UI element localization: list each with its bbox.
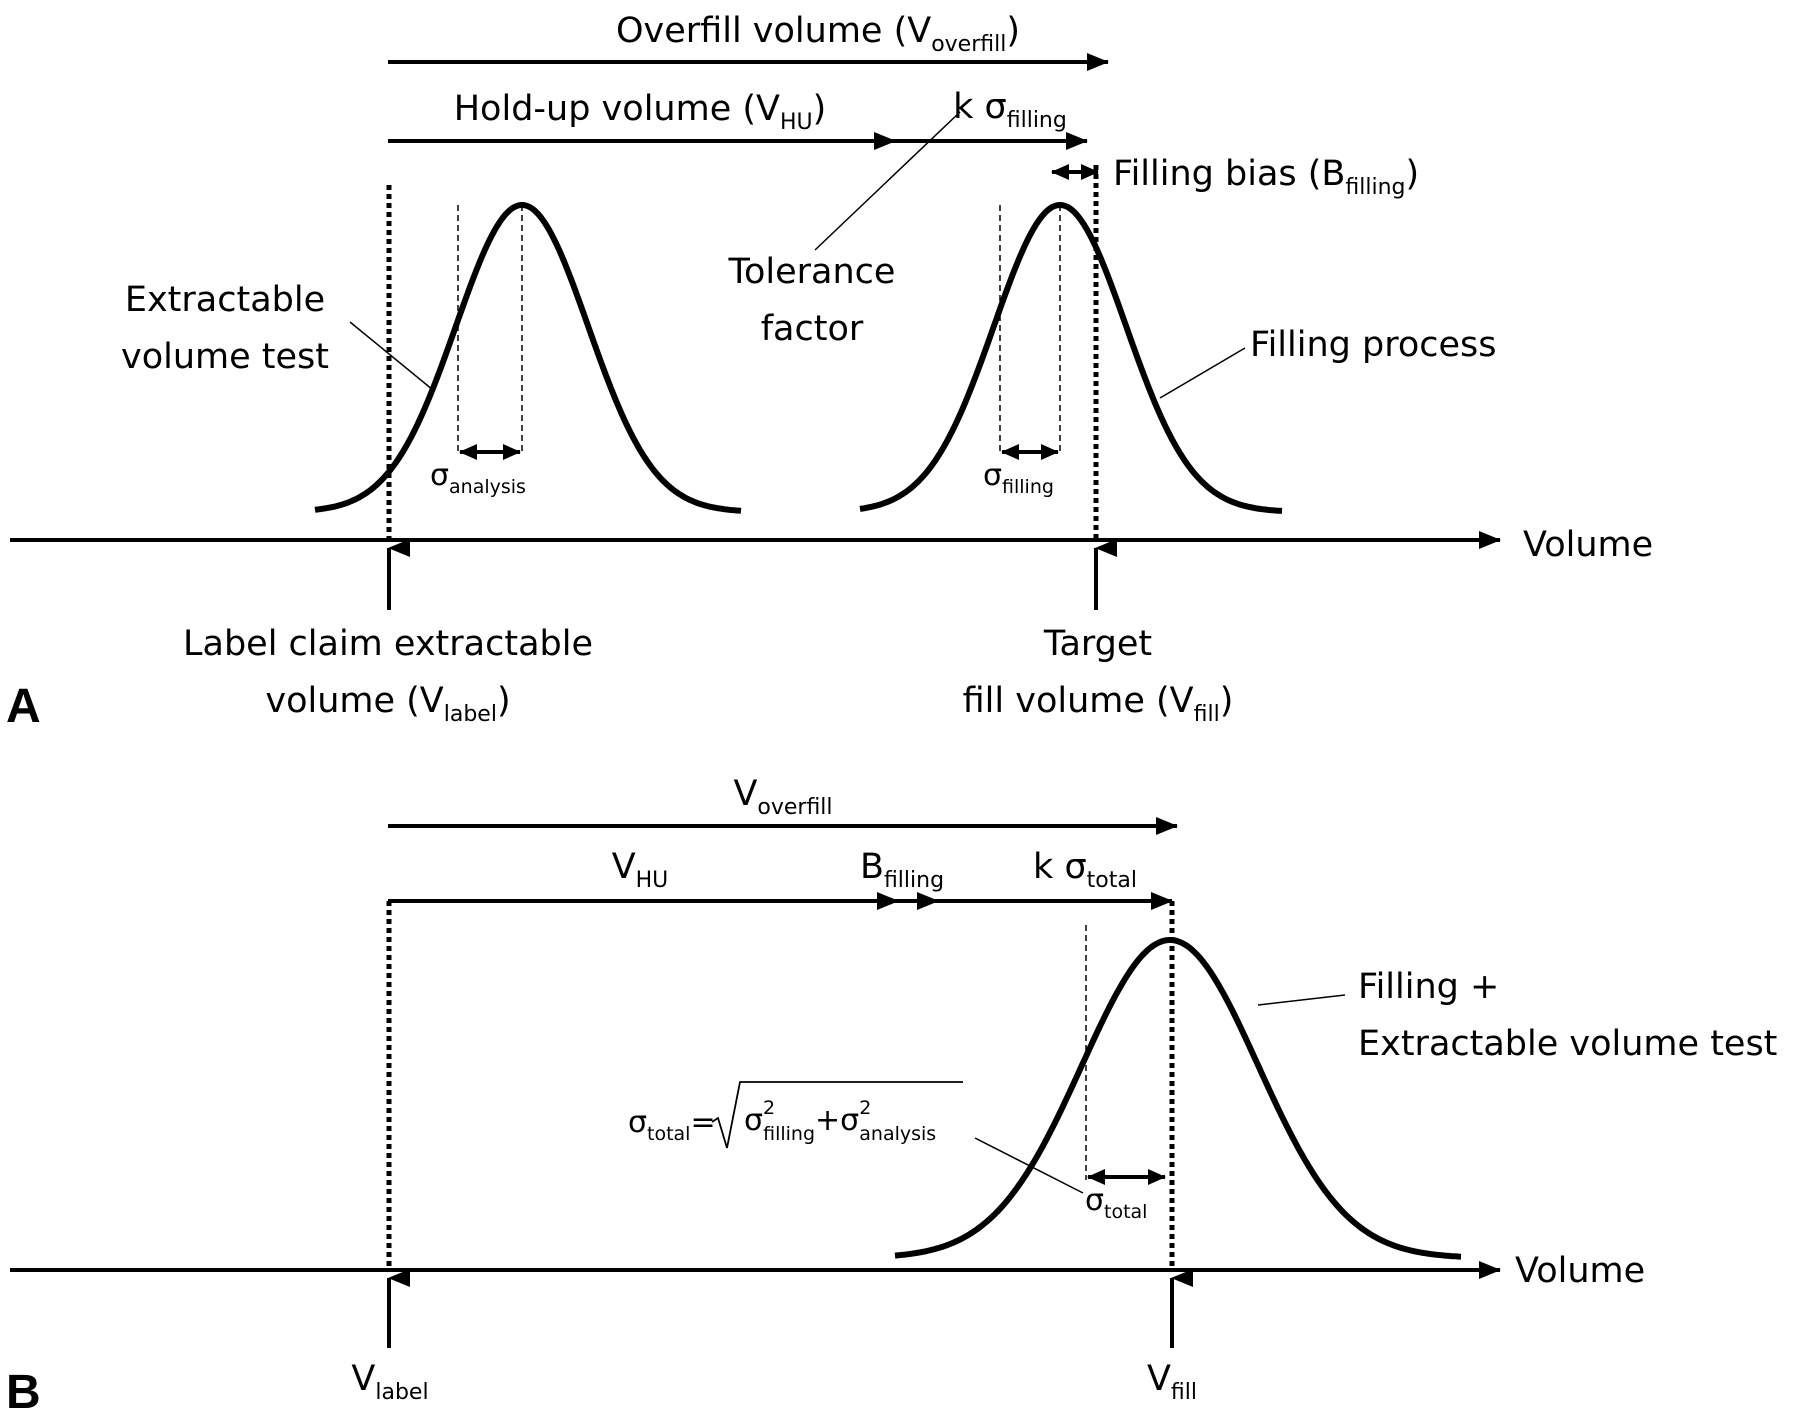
formula-leader bbox=[974, 1137, 1084, 1194]
sqrt-sign bbox=[711, 1081, 963, 1149]
overfill-label: Overfill volume (Voverfill) bbox=[616, 11, 1020, 57]
v-label-label: Vlabel bbox=[351, 1359, 428, 1405]
holdup-label: Hold-up volume (VHU) bbox=[454, 89, 827, 135]
combined-leader bbox=[1257, 994, 1346, 1006]
panel-b: Voverfill VHU Bfilling k σtotal σtotal F… bbox=[6, 774, 1777, 1410]
filling-process-label: Filling process bbox=[1250, 325, 1497, 365]
filling-process-curve bbox=[859, 201, 1283, 514]
formula-lhs: σtotal= bbox=[628, 1105, 716, 1145]
label-claim-label-line2: volume (Vlabel) bbox=[265, 681, 510, 727]
panel-a: Overfill volume (Voverfill) Hold-up volu… bbox=[6, 11, 1653, 733]
target-fill-label: Target bbox=[1043, 624, 1152, 664]
v-fill-label: Vfill bbox=[1147, 1359, 1197, 1405]
volume-axis-label-a: Volume bbox=[1523, 525, 1653, 565]
filling-process-leader bbox=[1159, 347, 1246, 399]
label-claim-label: Label claim extractable bbox=[183, 624, 593, 664]
holdup-label-b: VHU bbox=[612, 847, 669, 893]
filling-bias-label: Filling bias (Bfilling) bbox=[1113, 154, 1419, 200]
target-fill-label-line2: fill volume (Vfill) bbox=[963, 681, 1234, 727]
overfill-label-b: Voverfill bbox=[733, 774, 832, 820]
k-sigma-filling-label: k σfilling bbox=[953, 87, 1067, 133]
panel-label-b: B bbox=[6, 1366, 41, 1410]
volume-axis-label-b: Volume bbox=[1515, 1251, 1645, 1291]
k-sigma-total-label: k σtotal bbox=[1033, 847, 1137, 893]
bias-label-b: Bfilling bbox=[860, 847, 944, 893]
panel-label-a: A bbox=[6, 680, 41, 733]
sigma-total-label: σtotal bbox=[1085, 1183, 1147, 1223]
combined-label: Filling +Extractable volume test bbox=[1358, 967, 1777, 1064]
sigma-analysis-label: σanalysis bbox=[430, 458, 526, 498]
combined-curve bbox=[894, 937, 1462, 1260]
tolerance-leader bbox=[814, 111, 961, 251]
sigma-filling-label: σfilling bbox=[983, 458, 1054, 498]
extractable-test-curve bbox=[314, 202, 742, 514]
